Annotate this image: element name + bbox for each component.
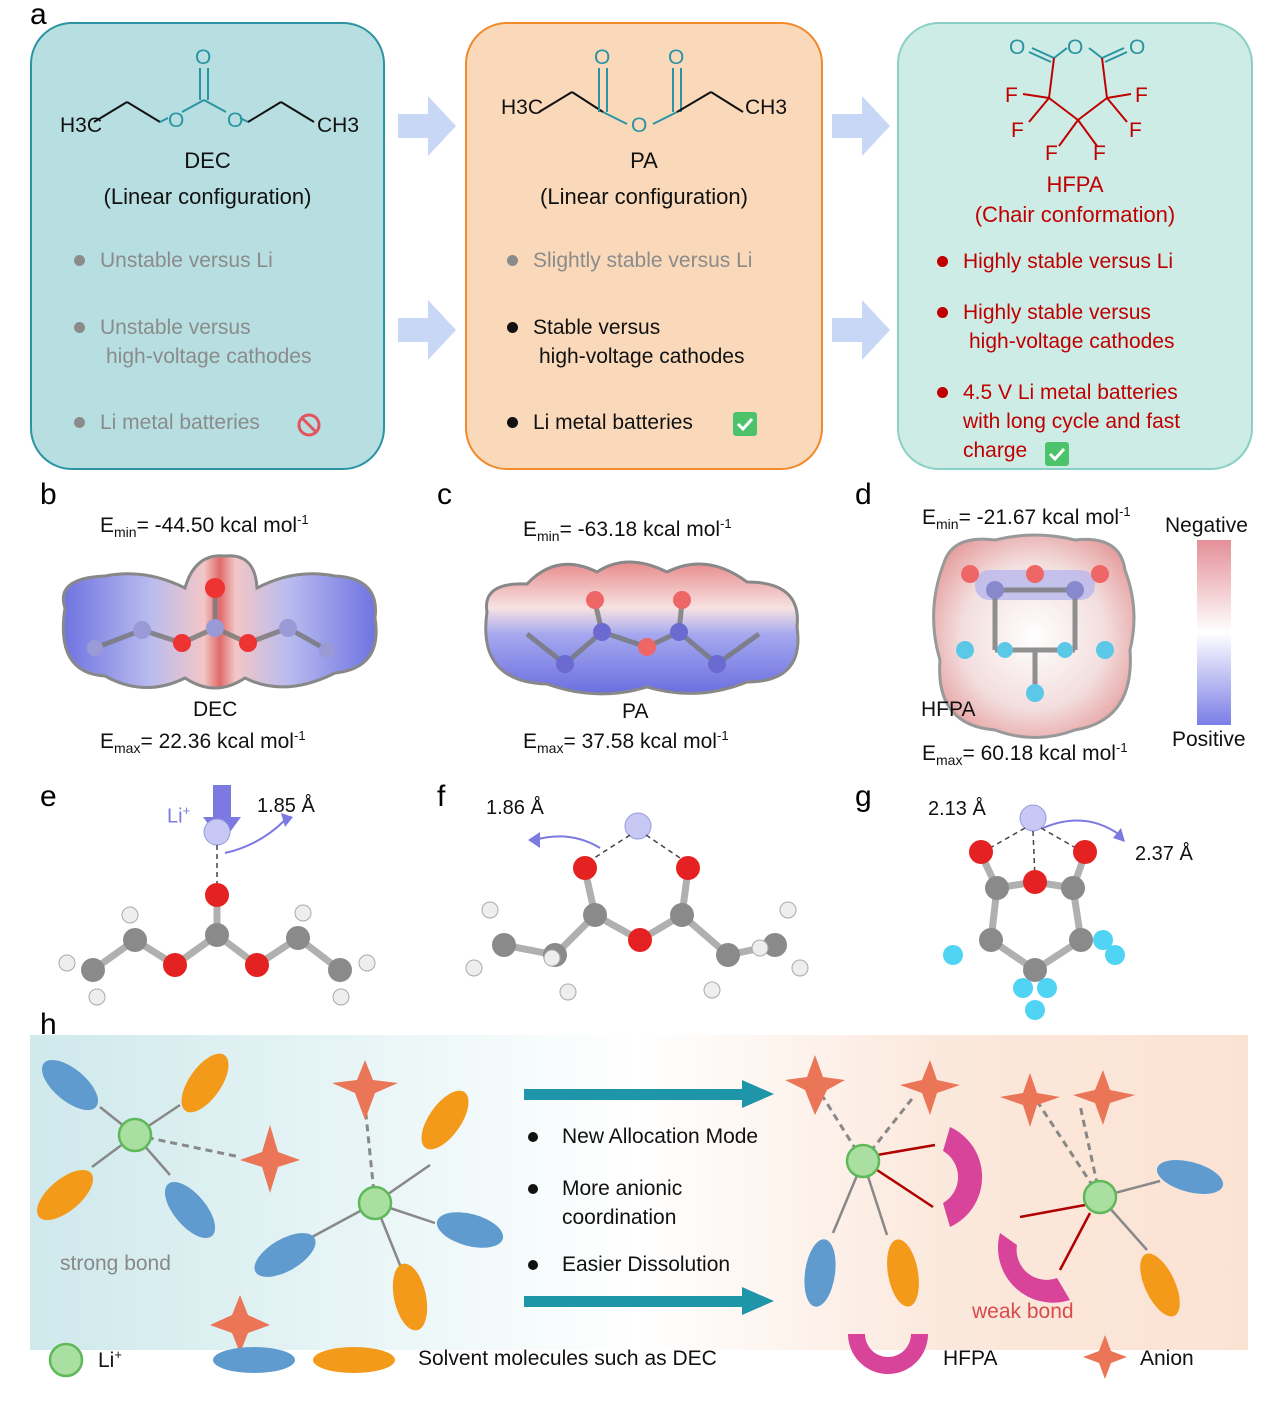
check-icon bbox=[733, 412, 757, 436]
dec-configuration: (Linear configuration) bbox=[103, 184, 312, 209]
weak-bond-label: weak bond bbox=[972, 1300, 1074, 1323]
pa-ch3: CH3 bbox=[745, 96, 787, 119]
pa-emin: Emin= -63.18 kcal mol-1 bbox=[523, 516, 732, 545]
hfpa-bullet-1: Highly stable versus Li bbox=[937, 247, 1173, 276]
strong-bond-label: strong bond bbox=[60, 1252, 171, 1275]
panel-label-d: d bbox=[855, 478, 872, 511]
point-easier-dissolution: Easier Dissolution bbox=[528, 1250, 730, 1279]
dec-h3c: H3C bbox=[60, 114, 102, 137]
weak-solvation-scheme bbox=[785, 1055, 1224, 1317]
hfpa-esp-label: HFPA bbox=[921, 698, 976, 721]
solvent-legend-icon bbox=[213, 1347, 395, 1373]
dec-bullet-1: Unstable versus Li bbox=[74, 246, 273, 275]
arrow-dec-to-pa-top bbox=[398, 96, 456, 156]
dec-emin: Emin= -44.50 kcal mol-1 bbox=[100, 512, 309, 541]
dec-li-binding bbox=[58, 785, 376, 1006]
panel-label-a: a bbox=[30, 0, 47, 31]
panel-label-g: g bbox=[855, 780, 872, 813]
panel-label-c: c bbox=[437, 478, 452, 511]
hfpa-emin: Emin= -21.67 kcal mol-1 bbox=[922, 504, 1131, 533]
arrow-pa-to-hfpa-bottom bbox=[832, 300, 890, 360]
anion-legend-label: Anion bbox=[1140, 1347, 1194, 1370]
hfpa-f4: F bbox=[1129, 119, 1142, 142]
hfpa-o-ring: O bbox=[1067, 36, 1083, 59]
li-legend-icon bbox=[48, 1342, 84, 1378]
hfpa-o-right: O bbox=[1129, 36, 1145, 59]
dec-esp-surface bbox=[61, 554, 378, 690]
hfpa-f1: F bbox=[1005, 84, 1018, 107]
panel-label-b: b bbox=[40, 478, 57, 511]
hfpa-li-distance-1: 2.13 Å bbox=[928, 798, 986, 820]
pa-li-distance: 1.86 Å bbox=[486, 797, 544, 819]
hfpa-configuration: (Chair conformation) bbox=[974, 202, 1176, 227]
dec-o-right: O bbox=[227, 109, 243, 132]
pa-h3c: H3C bbox=[501, 96, 543, 119]
strong-solvation-scheme bbox=[36, 1053, 504, 1353]
pa-emax: Emax= 37.58 kcal mol-1 bbox=[523, 728, 729, 757]
anion-legend-icon bbox=[1083, 1335, 1127, 1379]
dec-structure: H3C O O O CH3 bbox=[60, 46, 359, 137]
pa-name: PA bbox=[630, 148, 658, 173]
check-icon bbox=[1045, 442, 1069, 466]
dec-o-left: O bbox=[168, 109, 184, 132]
pa-esp-surface bbox=[484, 560, 800, 696]
hfpa-li-binding bbox=[943, 804, 1125, 1020]
hfpa-structure: O O O F F F F F F bbox=[1005, 36, 1148, 165]
dec-li-distance: 1.85 Å bbox=[257, 795, 315, 817]
pa-o-top-right: O bbox=[668, 46, 684, 69]
panel-label-e: e bbox=[40, 780, 57, 813]
dec-card: H3C O O O CH3 DEC (Linear configuration)… bbox=[30, 22, 385, 470]
dec-bullet-3: Li metal batteries bbox=[74, 408, 260, 437]
transition-arrow-bottom bbox=[524, 1287, 774, 1315]
hfpa-card: O O O F F F F F F HFPA (Chair conformati… bbox=[897, 22, 1253, 470]
hfpa-f3: F bbox=[1135, 84, 1148, 107]
panel-label-f: f bbox=[437, 780, 446, 813]
li-legend-label: Li+ bbox=[98, 1347, 122, 1372]
pa-li-binding bbox=[465, 812, 809, 1001]
hfpa-li-distance-2: 2.37 Å bbox=[1135, 843, 1193, 865]
prohibited-icon bbox=[297, 413, 321, 437]
hfpa-legend-icon bbox=[848, 1334, 928, 1374]
hfpa-f5: F bbox=[1045, 142, 1058, 165]
pa-bullet-1: Slightly stable versus Li bbox=[507, 246, 752, 275]
dec-name: DEC bbox=[184, 148, 231, 173]
dec-emax: Emax= 22.36 kcal mol-1 bbox=[100, 728, 306, 757]
arrow-pa-to-hfpa-top bbox=[832, 96, 890, 156]
dec-ch3: CH3 bbox=[317, 114, 359, 137]
dec-esp-label: DEC bbox=[193, 698, 238, 721]
pa-bullet-3: Li metal batteries bbox=[507, 408, 693, 437]
hfpa-emax: Emax= 60.18 kcal mol-1 bbox=[922, 740, 1128, 769]
hfpa-name: HFPA bbox=[1046, 172, 1104, 197]
pa-card: H3C O O O CH3 PA (Linear configuration) … bbox=[465, 22, 823, 470]
pa-o-top-left: O bbox=[594, 46, 610, 69]
pa-o-bridge: O bbox=[631, 114, 647, 137]
dec-o-top: O bbox=[195, 46, 211, 69]
arrow-dec-to-pa-bottom bbox=[398, 300, 456, 360]
colorbar-negative-label: Negative bbox=[1165, 514, 1248, 537]
pa-structure: H3C O O O CH3 bbox=[501, 46, 787, 137]
transition-arrow-top bbox=[524, 1080, 774, 1108]
hfpa-f2: F bbox=[1011, 119, 1024, 142]
colorbar-positive-label: Positive bbox=[1172, 728, 1246, 751]
hfpa-esp-surface bbox=[932, 533, 1136, 739]
pa-esp-label: PA bbox=[622, 700, 649, 723]
hfpa-legend-label: HFPA bbox=[943, 1347, 998, 1370]
solvent-legend-label: Solvent molecules such as DEC bbox=[418, 1347, 717, 1370]
hfpa-o-left: O bbox=[1009, 36, 1025, 59]
point-new-allocation: New Allocation Mode bbox=[528, 1122, 758, 1151]
pa-configuration: (Linear configuration) bbox=[540, 184, 748, 209]
hfpa-f6: F bbox=[1093, 142, 1106, 165]
li-ion-label: Li+ bbox=[167, 803, 191, 828]
esp-colorbar bbox=[1197, 540, 1231, 725]
panel-label-h: h bbox=[40, 1008, 57, 1041]
